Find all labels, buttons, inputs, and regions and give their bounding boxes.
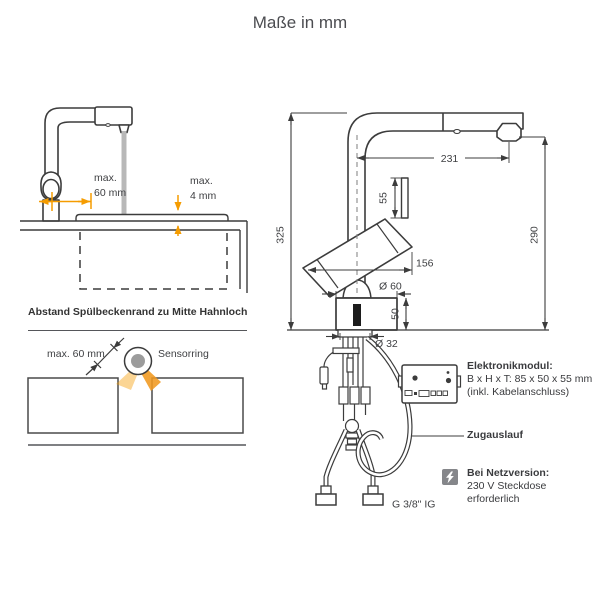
sensor-beam-right xyxy=(141,370,161,391)
dim-offset-label-1: max. xyxy=(94,172,117,184)
dim-231: 231 xyxy=(441,153,459,165)
dim-50: 50 xyxy=(390,308,402,320)
sensorring-label: Sensorring xyxy=(158,348,209,360)
sensor-cable xyxy=(323,351,334,368)
fitting-nut-right xyxy=(362,493,384,506)
dim-156: 156 xyxy=(416,258,434,270)
page-title: Maße in mm xyxy=(252,13,348,32)
power-annotation: Bei Netzversion: 230 V Steckdose erforde… xyxy=(467,467,587,506)
sensor-ring xyxy=(123,346,153,376)
module-size: B x H x T: 85 x 50 x 55 mm xyxy=(467,373,593,385)
module-note: (inkl. Kabelanschluss) xyxy=(467,386,570,398)
counter-and-sink xyxy=(20,213,248,293)
sensor-beam-left xyxy=(116,371,138,390)
side-view-diagram: max. 60 mm max. 4 mm xyxy=(20,106,248,293)
sink-top-outlines xyxy=(27,377,244,434)
spray-head-dock xyxy=(496,122,522,142)
orange-dimension-marks xyxy=(39,192,182,236)
dim-rim-label-1: max. xyxy=(190,175,213,187)
sink-dashed-outline xyxy=(79,232,228,290)
diagonal-dimension xyxy=(85,337,125,376)
dim-body-diameter: Ø 60 xyxy=(379,281,402,293)
section-divider xyxy=(28,330,247,331)
power-bolt-icon xyxy=(442,469,458,485)
pullout-annotation: Zugauslauf xyxy=(467,429,524,441)
dimension-lines xyxy=(288,112,548,437)
dim-hole-diameter: Ø 32 xyxy=(375,338,398,350)
section-caption: Abstand Spülbeckenrand zu Mitte Hahnloch xyxy=(28,306,248,318)
dim-290: 290 xyxy=(529,226,541,244)
power-line2: 230 V Steckdose xyxy=(467,480,547,492)
electronic-module-drawing xyxy=(397,364,462,404)
dim-325: 325 xyxy=(275,226,287,244)
lightning-glyph xyxy=(446,471,454,483)
lever-up-ghost xyxy=(400,177,409,219)
faucet-side-outline xyxy=(40,106,133,222)
faucet-body xyxy=(335,297,398,331)
dim-55: 55 xyxy=(378,192,390,204)
main-technical-drawing: 325 231 290 55 156 Ø 60 50 Ø 32 G 3/8" I… xyxy=(275,112,549,511)
sensor-window xyxy=(353,304,361,326)
module-annotation: Elektronikmodul: B x H x T: 85 x 50 x 55… xyxy=(467,360,595,399)
top-view-diagram: max. 60 mm Sensorring xyxy=(27,337,246,446)
under-counter-hoses xyxy=(315,336,413,506)
thread-label: G 3/8" IG xyxy=(392,499,435,511)
water-stream xyxy=(121,131,127,215)
power-line3: erforderlich xyxy=(467,493,520,505)
dim-sensor-label: max. 60 mm xyxy=(47,348,105,360)
faucet-outline xyxy=(287,112,549,338)
fitting-nut-left xyxy=(315,493,337,506)
dim-offset-label-2: 60 mm xyxy=(94,187,126,199)
cable-connector xyxy=(319,366,329,385)
hose-clamp xyxy=(332,347,360,355)
module-title: Elektronikmodul: xyxy=(467,360,553,372)
power-title: Bei Netzversion: xyxy=(467,467,550,479)
dim-rim-label-2: 4 mm xyxy=(190,190,217,202)
